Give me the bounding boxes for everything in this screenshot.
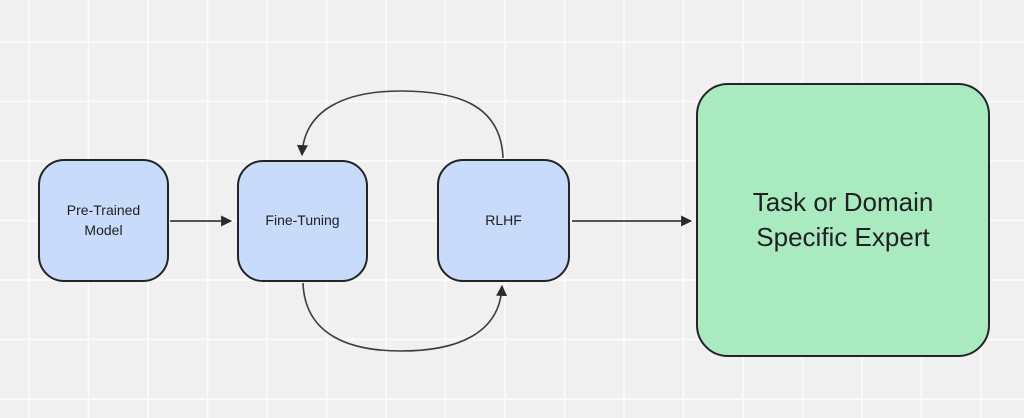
node-pre-trained-model-label: Pre-Trained Model [66,201,141,238]
node-rlhf-label: RLHF [485,211,522,228]
node-fine-tuning-label: Fine-Tuning [265,212,340,229]
node-fine-tuning[interactable]: Fine-Tuning [237,160,368,282]
node-task-domain-expert-label: Task or Domain Specific Expert [752,186,934,252]
edge-finetuning-to-rlhf-bottom-loop[interactable] [302,282,508,352]
node-pre-trained-model[interactable]: Pre-Trained Model [38,159,169,282]
node-rlhf[interactable]: RLHF [437,159,570,282]
node-task-domain-expert[interactable]: Task or Domain Specific Expert [696,83,990,357]
edge-rlhf-to-finetuning-top-loop[interactable] [296,90,504,159]
